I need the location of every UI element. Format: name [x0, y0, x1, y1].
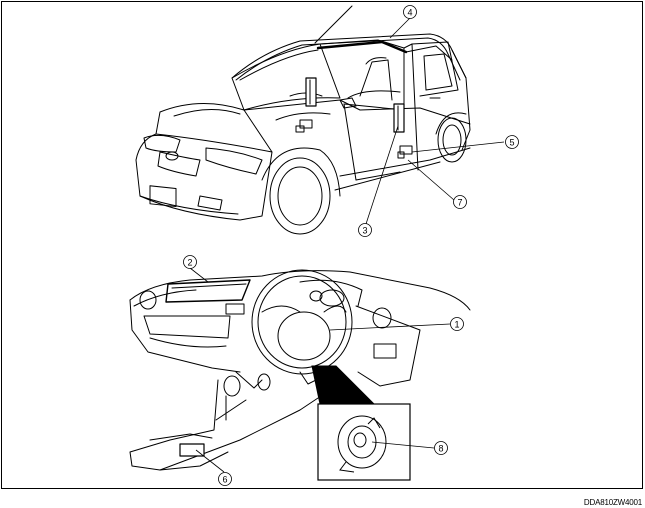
clock-spring-detail [311, 365, 411, 481]
callout-3-label: 3 [362, 226, 367, 236]
drawing-code: DDA810ZW4001 [583, 498, 642, 507]
detail-pointer [311, 365, 376, 405]
callout-4: 4 [403, 5, 417, 19]
callout-8-label: 8 [438, 444, 443, 454]
callout-6: 6 [218, 472, 232, 486]
callout-7-label: 7 [457, 198, 462, 208]
leader-lines [189, 15, 505, 473]
detail-inset-box [317, 403, 411, 481]
callout-7: 7 [453, 195, 467, 209]
callout-2-label: 2 [187, 258, 192, 268]
callout-4-label: 4 [407, 8, 412, 18]
callout-5-label: 5 [509, 138, 514, 148]
dashboard-illustration [129, 269, 471, 471]
callout-2: 2 [183, 255, 197, 269]
callout-5: 5 [505, 135, 519, 149]
callout-3: 3 [358, 223, 372, 237]
callout-6-label: 6 [222, 475, 227, 485]
diagram-border [1, 1, 643, 489]
callout-1: 1 [450, 317, 464, 331]
callout-8: 8 [434, 441, 448, 455]
callout-1-label: 1 [454, 320, 459, 330]
vehicle-illustration [135, 5, 471, 235]
